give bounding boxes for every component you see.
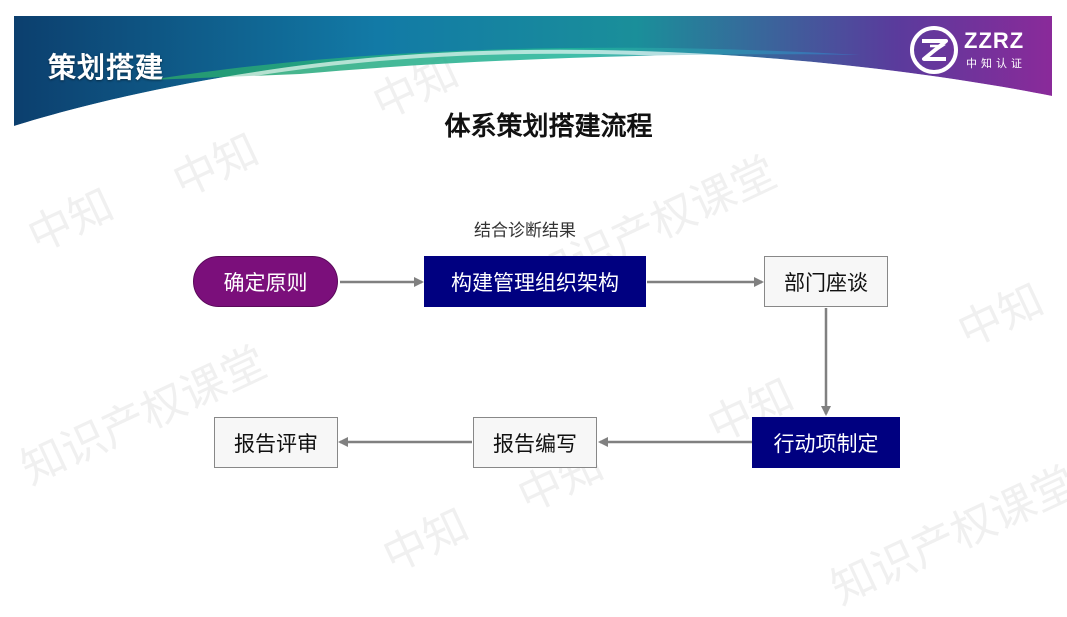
- brand-logo: ZZRZ 中知认证: [908, 20, 1048, 80]
- node-action-items: 行动项制定: [752, 417, 900, 468]
- flow-connectors: [338, 277, 831, 447]
- node-report-review: 报告评审: [214, 417, 338, 468]
- node-org-structure: 构建管理组织架构: [424, 256, 646, 307]
- page-title: 体系策划搭建流程: [444, 112, 653, 142]
- logo-text: ZZRZ: [964, 28, 1025, 53]
- logo-subtext: 中知认证: [966, 57, 1026, 70]
- node-principle: 确定原则: [193, 256, 338, 307]
- node-report-writing: 报告编写: [473, 417, 597, 468]
- section-title: 策划搭建: [48, 51, 165, 84]
- logo-mark-icon: [910, 26, 958, 74]
- header-band: [14, 16, 1052, 130]
- node-dept-meeting: 部门座谈: [764, 256, 888, 307]
- annotation-text: 结合诊断结果: [474, 221, 576, 241]
